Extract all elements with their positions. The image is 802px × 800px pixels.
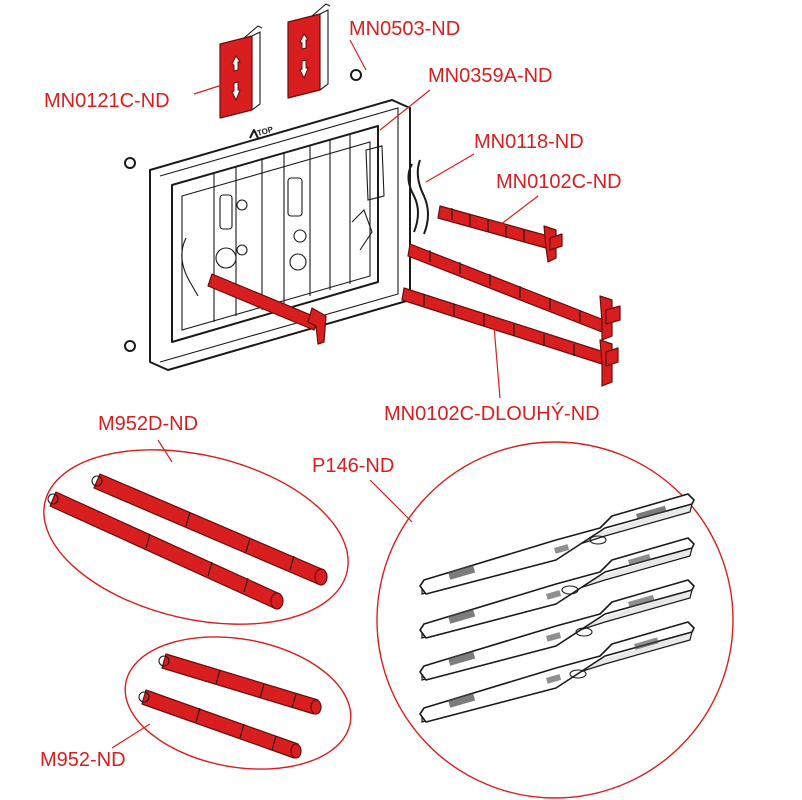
short-rods-ellipse xyxy=(124,636,352,770)
clip-holder-part xyxy=(219,3,331,119)
label-p146: P146-ND xyxy=(312,455,394,477)
long-rods-group xyxy=(43,449,349,625)
long-rods-ellipse xyxy=(43,449,349,625)
long-rod-upper xyxy=(91,473,328,586)
card-template-4 xyxy=(419,621,695,723)
label-mn0503: MN0503-ND xyxy=(349,18,460,40)
label-mn0121c: MN0121C-ND xyxy=(44,90,170,112)
long-rack-upper-part xyxy=(407,243,621,341)
label-mn0102c-dlouhy: MN0102C-DLOUHÝ-ND xyxy=(384,402,600,425)
long-rack-lower-part xyxy=(401,287,619,387)
spring-wire-part xyxy=(407,159,429,235)
leader-mn0102c xyxy=(495,195,539,229)
card-template-3 xyxy=(419,579,695,681)
leader-mn0503 xyxy=(349,39,367,71)
leader-mn0118 xyxy=(425,153,475,183)
label-mn0359a: MN0359A-ND xyxy=(428,65,552,87)
short-rod-lower xyxy=(138,689,302,759)
card-templates-circle xyxy=(376,441,734,799)
frame-rod-part xyxy=(207,273,327,345)
leader-mn0359a xyxy=(379,89,431,131)
leader-m952 xyxy=(111,723,151,749)
leader-mn0121c xyxy=(193,83,226,95)
mounting-frame: TOP xyxy=(124,69,411,371)
short-rack-part xyxy=(437,205,563,263)
long-rod-lower xyxy=(47,491,284,610)
card-template-2 xyxy=(419,537,695,639)
leader-p146 xyxy=(369,479,413,523)
card-template-1 xyxy=(419,493,695,595)
frame-top-marking: TOP xyxy=(256,125,275,138)
short-rod-upper xyxy=(158,653,322,715)
short-rods-group xyxy=(124,636,352,770)
card-templates-group xyxy=(376,441,734,799)
leader-mn0102c-dlouhy xyxy=(493,325,501,399)
leader-m952d xyxy=(157,439,173,463)
label-mn0118: MN0118-ND xyxy=(474,131,584,153)
label-mn0102c: MN0102C-ND xyxy=(496,171,622,193)
label-m952d: M952D-ND xyxy=(98,413,198,435)
label-m952: M952-ND xyxy=(40,749,126,771)
